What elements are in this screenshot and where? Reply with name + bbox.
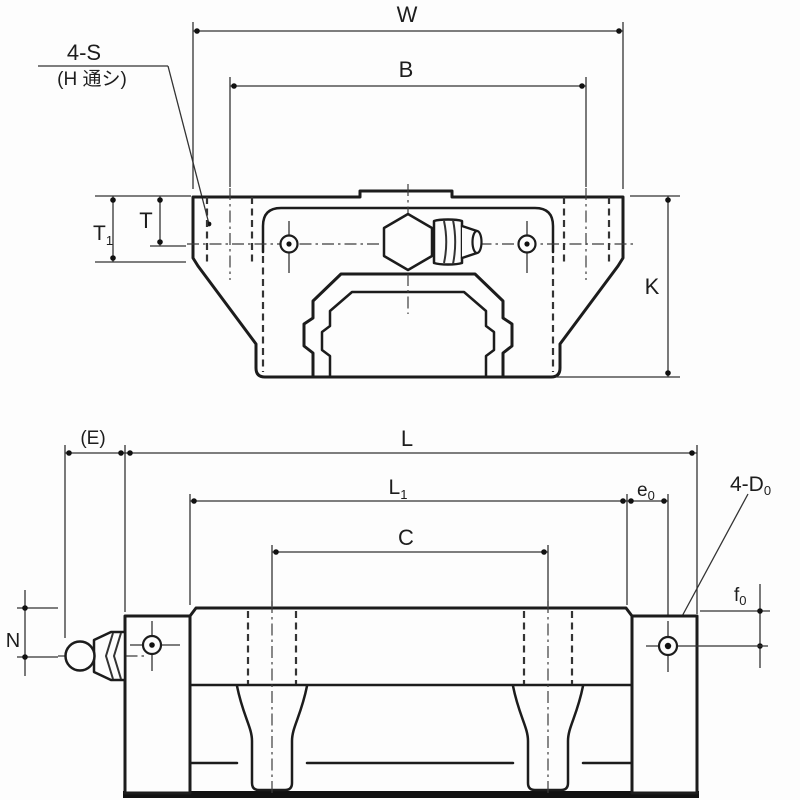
grease-nipple-side [58, 630, 148, 682]
dim-W: W [192, 2, 624, 189]
grease-nipple-front [382, 212, 483, 272]
dim-label-L: L [401, 426, 413, 451]
dim-f0: f0 [700, 584, 770, 668]
callout-4D0: 4-D0 [670, 473, 771, 636]
dim-E-L: (E) L [64, 426, 698, 638]
block-silhouette [191, 189, 625, 379]
callout-label-4D0: 4-D0 [730, 473, 771, 498]
dim-B: B [229, 57, 587, 187]
flange-tapped-holes-hidden [205, 188, 611, 280]
endplate-screw-hole-right [517, 221, 537, 273]
dim-T1: T1 [93, 195, 191, 263]
callout-4S-line2: (H 通シ) [57, 68, 127, 90]
dim-N: N [6, 590, 58, 676]
dim-T: T [139, 196, 186, 247]
dim-label-L1: L1 [389, 476, 408, 502]
front-view: W B 4-S (H 通シ) [38, 2, 680, 379]
dim-label-N: N [6, 630, 20, 652]
block-body-side [188, 606, 634, 765]
dim-label-W: W [397, 2, 418, 27]
block-mounting-holes-hidden [246, 601, 574, 796]
callout-4S-line1: 4-S [67, 40, 101, 65]
dim-label-C: C [398, 525, 414, 550]
dim-label-f0: f0 [734, 585, 747, 608]
dim-K: K [556, 195, 680, 378]
side-view: (E) L L1 e0 C 4-D0 [6, 426, 771, 798]
dim-C: C [271, 525, 549, 606]
endplate-hole-left-side [130, 621, 180, 671]
rail-bottom-edge [123, 791, 699, 798]
callout-4S: 4-S (H 通シ) [38, 40, 212, 227]
dim-L1-e0: L1 e0 [189, 476, 669, 672]
endplate-screw-hole-left [279, 221, 299, 273]
rail-channel-outer [302, 272, 514, 379]
dim-label-K: K [645, 274, 660, 299]
D0-hole-right [646, 621, 768, 672]
dim-label-B: B [399, 57, 414, 82]
dim-label-T1: T1 [93, 222, 113, 248]
dim-label-T: T [139, 208, 152, 233]
dim-label-E: (E) [80, 428, 105, 449]
dim-label-e0: e0 [637, 480, 655, 503]
